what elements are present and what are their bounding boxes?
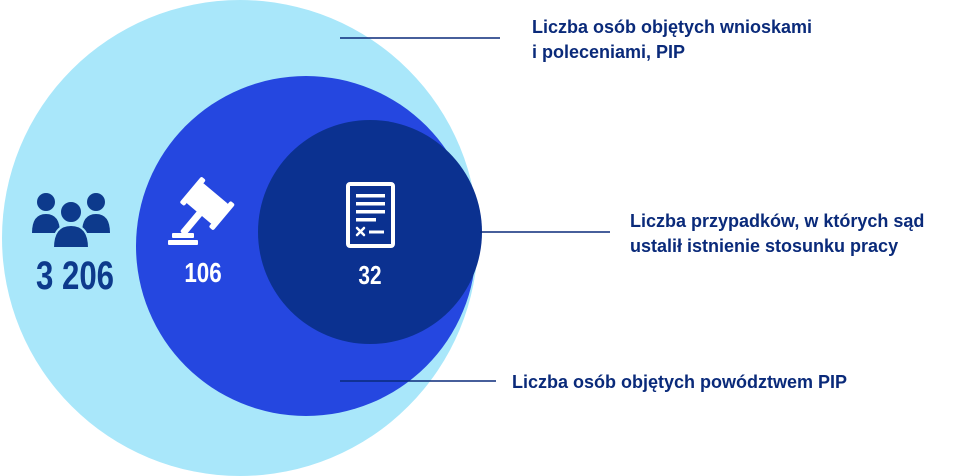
document-icon [346,182,395,248]
gavel-icon [168,177,235,245]
inner-circle-label: Liczba przypadków, w których sąd ustalił… [630,209,924,259]
outer-circle-label: Liczba osób objętych wnioskami i polecen… [532,15,812,65]
middle-label-line-1: Liczba osób objętych powództwem PIP [512,372,848,392]
outer-label-line-1: Liczba osób objętych wnioskami [532,17,813,37]
outer-label-line-2: i poleceniami, PIP [532,42,686,62]
inner-value: 32 [358,261,381,290]
middle-value: 106 [184,258,221,289]
inner-label-line-2: ustalił istnienie stosunku pracy [630,236,899,256]
people-group-icon [32,193,110,249]
outer-value: 3 206 [36,253,114,298]
inner-label-line-1: Liczba przypadków, w których sąd [630,211,925,231]
middle-circle-label: Liczba osób objętych powództwem PIP [512,370,847,395]
